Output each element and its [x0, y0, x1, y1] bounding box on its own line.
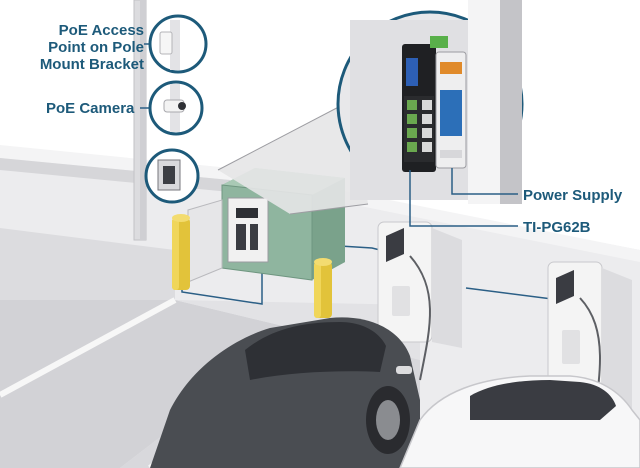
access-point-label-line-3: Mount Bracket	[10, 56, 144, 73]
access-point-icon	[160, 32, 172, 54]
access-point-label: PoE Access Point on Pole Mount Bracket	[10, 22, 144, 73]
access-point-label-line-1: PoE Access	[10, 22, 144, 39]
power-supply-icon	[436, 52, 466, 168]
access-point-callout	[144, 16, 206, 72]
access-point-label-line-2: Point on Pole	[10, 39, 144, 56]
power-supply-label: Power Supply	[523, 187, 622, 204]
pole-enclosure-callout	[146, 150, 198, 202]
bollard-right	[314, 258, 332, 318]
bollard-left	[172, 214, 190, 290]
switch-model-label: TI-PG62B	[523, 219, 591, 236]
magnified-view	[338, 0, 522, 204]
camera-label: PoE Camera	[46, 100, 134, 117]
camera-callout	[140, 82, 202, 134]
camera-icon	[164, 100, 186, 112]
